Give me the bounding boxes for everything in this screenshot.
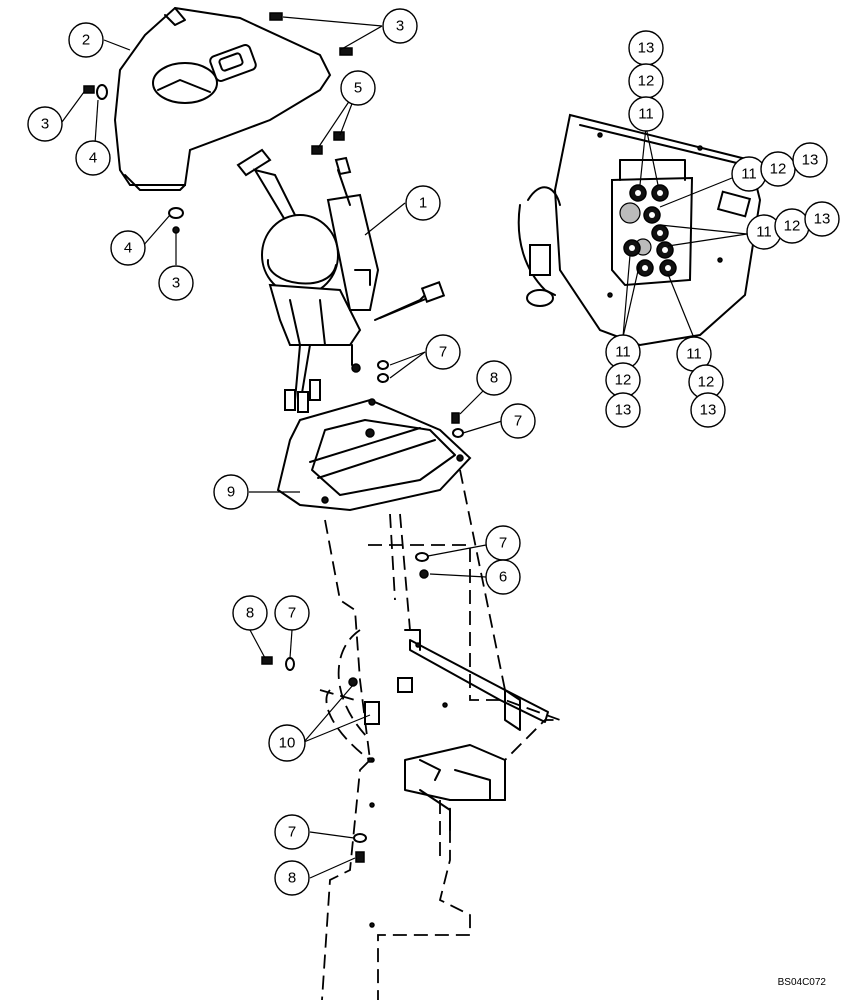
svg-text:7: 7 [514, 413, 522, 430]
svg-text:4: 4 [89, 150, 97, 167]
svg-text:7: 7 [288, 824, 296, 841]
callout-7-e: 7 [274, 814, 310, 850]
svg-text:4: 4 [124, 240, 132, 257]
support-frame-dashed [319, 469, 561, 1000]
svg-text:2: 2 [82, 32, 90, 49]
callout-10: 10 [268, 724, 306, 762]
callout-4-lower: 4 [110, 230, 146, 266]
callout-3-lower: 3 [158, 265, 194, 301]
svg-text:8: 8 [490, 370, 498, 387]
svg-text:10: 10 [279, 735, 296, 752]
svg-text:7: 7 [499, 535, 507, 552]
valve-block-assembly [517, 113, 762, 347]
svg-text:13: 13 [615, 402, 632, 419]
drawing-code-label: BS04C072 [777, 977, 826, 988]
svg-text:5: 5 [354, 80, 362, 97]
callout-2: 2 [68, 22, 104, 58]
svg-text:7: 7 [288, 605, 296, 622]
svg-text:12: 12 [770, 161, 787, 178]
callout-13-bottom-left: 13 [605, 392, 641, 428]
callout-5: 5 [340, 70, 376, 106]
callout-8-b: 8 [232, 595, 268, 631]
cover-hardware [83, 12, 353, 234]
svg-text:6: 6 [499, 569, 507, 586]
joystick-assembly [236, 148, 446, 413]
svg-text:1: 1 [419, 195, 427, 212]
callout-11-right-lower: 11 [746, 214, 782, 250]
mounting-bracket [348, 629, 549, 928]
svg-text:7: 7 [439, 344, 447, 361]
svg-text:12: 12 [784, 218, 801, 235]
svg-text:11: 11 [638, 106, 654, 123]
svg-text:13: 13 [700, 402, 717, 419]
svg-text:13: 13 [802, 152, 819, 169]
callout-11-top: 11 [628, 96, 664, 132]
mounting-plate [276, 398, 472, 512]
callout-11-right-upper: 11 [731, 156, 767, 192]
console-cover [113, 6, 332, 191]
callout-12-bottom-left: 12 [605, 362, 641, 398]
callout-12-top: 12 [628, 63, 664, 99]
svg-text:11: 11 [615, 344, 631, 361]
callout-11-bottom-right: 11 [676, 336, 712, 372]
svg-text:12: 12 [698, 374, 715, 391]
callout-7-d: 7 [274, 595, 310, 631]
svg-text:8: 8 [246, 605, 254, 622]
callout-13-right-upper: 13 [792, 142, 828, 178]
svg-text:11: 11 [756, 224, 772, 241]
callout-12-right-lower: 12 [774, 208, 810, 244]
callout-6: 6 [485, 559, 521, 595]
svg-text:11: 11 [686, 346, 702, 363]
callout-7-c: 7 [485, 525, 521, 561]
callout-13-bottom-right: 13 [690, 392, 726, 428]
svg-text:11: 11 [741, 166, 757, 183]
callout-11-bottom-left: 11 [605, 334, 641, 370]
callout-9: 9 [213, 474, 249, 510]
callout-3-left: 3 [27, 106, 63, 142]
svg-text:13: 13 [638, 40, 655, 57]
callout-4-left: 4 [75, 140, 111, 176]
callout-3-top: 3 [382, 8, 418, 44]
callout-1: 1 [405, 185, 441, 221]
svg-text:3: 3 [396, 18, 404, 35]
svg-text:3: 3 [172, 275, 180, 292]
callout-12-bottom-right: 12 [688, 364, 724, 400]
svg-text:12: 12 [615, 372, 632, 389]
svg-text:3: 3 [41, 116, 49, 133]
callout-8-c: 8 [274, 860, 310, 896]
svg-text:13: 13 [814, 211, 831, 228]
callout-8-a: 8 [476, 360, 512, 396]
svg-text:8: 8 [288, 870, 296, 887]
callout-7-b: 7 [500, 403, 536, 439]
callout-13-top: 13 [628, 30, 664, 66]
callout-7-a: 7 [425, 334, 461, 370]
callout-13-right-lower: 13 [804, 201, 840, 237]
callout-12-right-upper: 12 [760, 151, 796, 187]
svg-text:12: 12 [638, 73, 655, 90]
svg-text:9: 9 [227, 484, 235, 501]
